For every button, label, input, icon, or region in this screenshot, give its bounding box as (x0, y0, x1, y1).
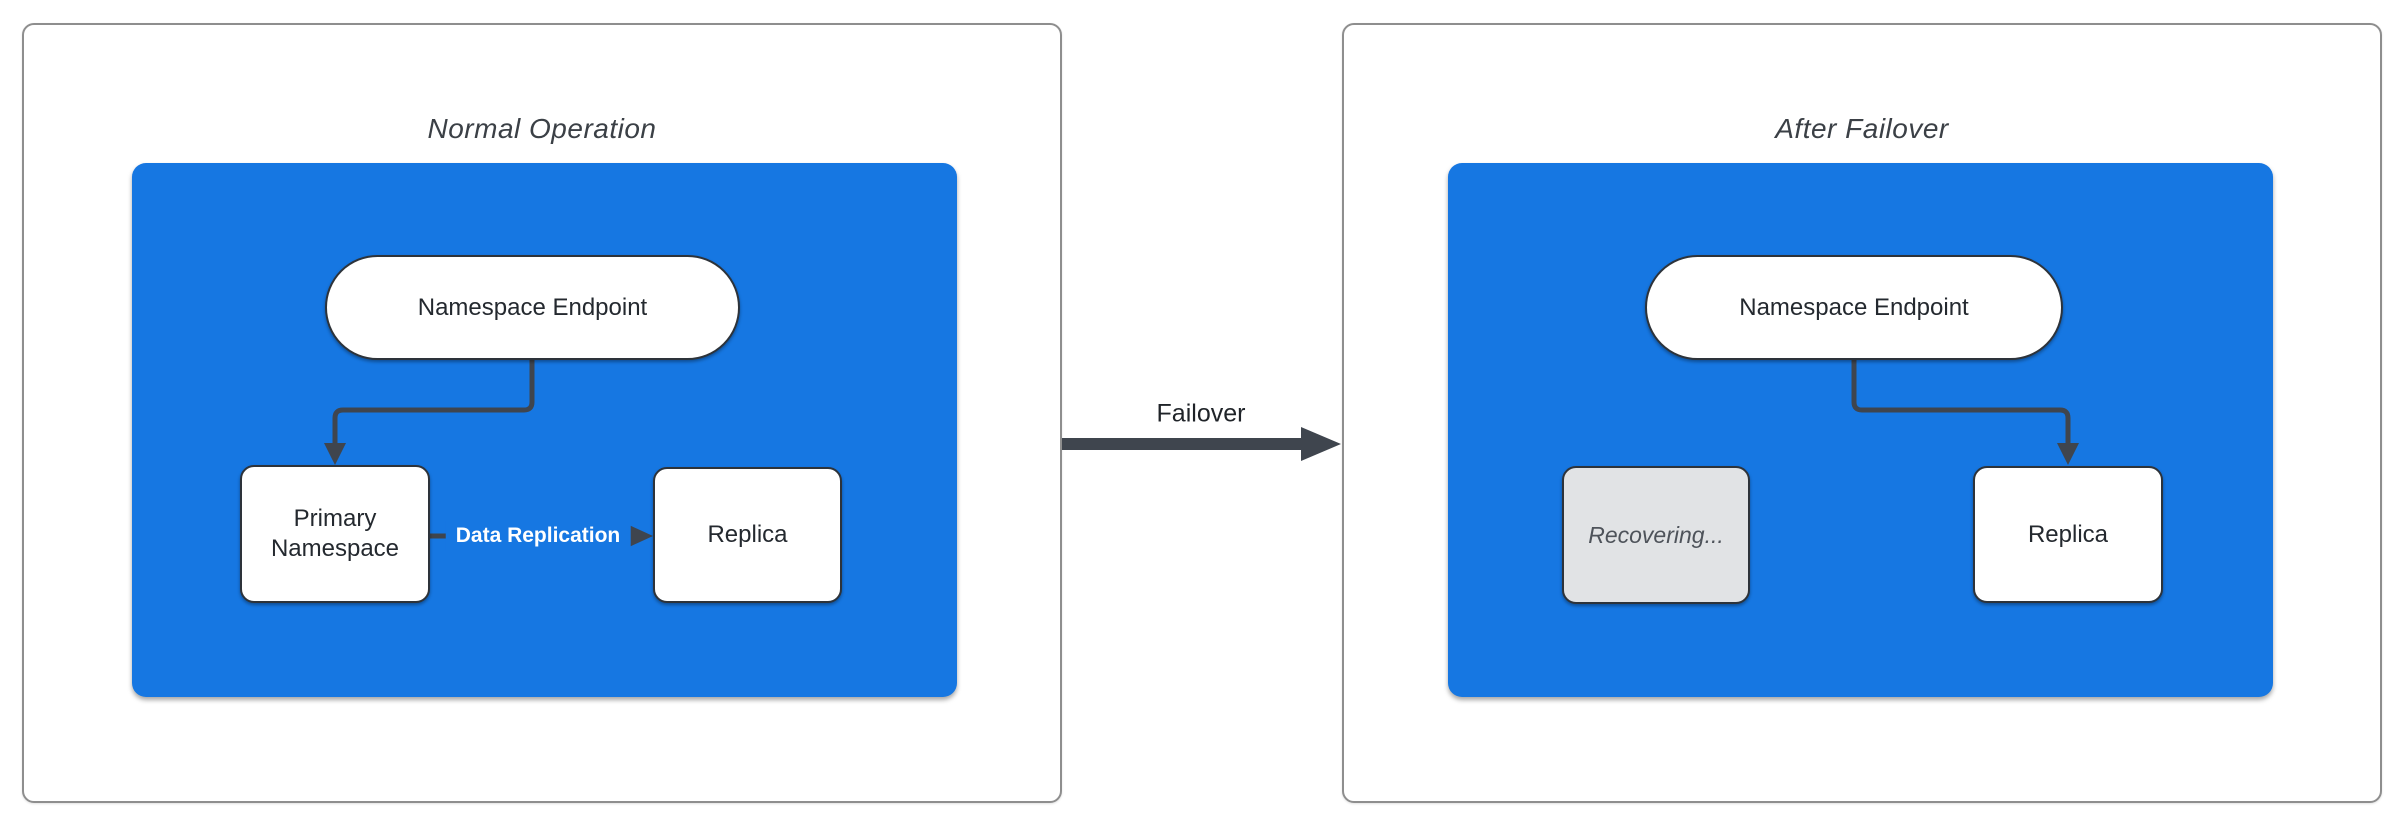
panel-title-normal-operation: Normal Operation (427, 113, 657, 144)
node-namespace-endpoint-right: Namespace Endpoint (1645, 255, 2063, 360)
cluster-after-failover (1448, 163, 2273, 697)
node-replica-right: Replica (1973, 466, 2163, 603)
node-replica-left-label: Replica (707, 521, 788, 548)
node-recovering-label: Recovering... (1588, 521, 1724, 548)
node-primary-namespace-label: Primary Namespace (270, 505, 400, 562)
edge-label-failover: Failover (1156, 399, 1246, 428)
node-namespace-endpoint-left: Namespace Endpoint (325, 255, 740, 360)
node-namespace-endpoint-right-label: Namespace Endpoint (1739, 293, 1969, 321)
failover-arrow-head (1301, 427, 1341, 461)
node-recovering: Recovering... (1562, 466, 1750, 604)
node-primary-namespace: Primary Namespace (240, 465, 430, 603)
node-namespace-endpoint-left-label: Namespace Endpoint (417, 293, 648, 321)
node-replica-right-label: Replica (2027, 520, 2109, 548)
panel-title-after-failover: After Failover (1775, 113, 1949, 144)
cluster-normal-operation (132, 163, 957, 697)
edge-label-data-replication: Data Replication (445, 521, 631, 551)
node-replica-left: Replica (653, 467, 842, 603)
